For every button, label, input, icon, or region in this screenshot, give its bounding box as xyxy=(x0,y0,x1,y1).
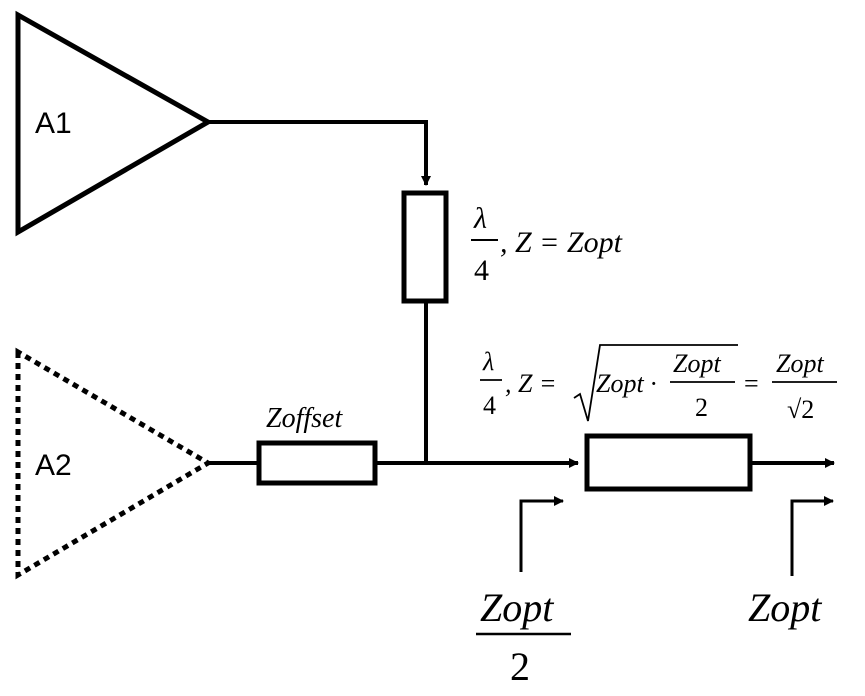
amplifier-a1-triangle xyxy=(15,10,214,237)
quarter-wave-line-a1 xyxy=(401,190,449,304)
output-formula-denominator: 4 xyxy=(483,391,496,420)
quarter-wave-a1-label: λ 4 , Z = Zopt xyxy=(471,202,623,287)
output-formula-equals: = xyxy=(744,369,759,398)
impedance-left-label: Zopt 2 xyxy=(476,585,571,689)
sqrt-term-zopt: Zopt · xyxy=(596,369,657,398)
offset-line-label: Zoffset xyxy=(266,403,343,434)
quarter-wave-a1-lambda: λ xyxy=(473,202,487,235)
quarter-wave-output-line xyxy=(584,433,753,492)
quarter-wave-output-formula: λ 4 , Z = Zopt · Zopt 2 = Zopt √2 xyxy=(480,344,837,424)
output-formula-lambda: λ xyxy=(482,347,494,376)
impedance-left-numerator: Zopt xyxy=(480,585,554,630)
result-numerator: Zopt xyxy=(776,349,824,378)
output-formula-z-equals: , Z = xyxy=(505,369,557,398)
sqrt-sign xyxy=(573,344,738,422)
amplifier-a2-label: A2 xyxy=(35,449,72,482)
reference-plane-left xyxy=(519,496,564,572)
impedance-right-label: Zopt xyxy=(748,585,822,630)
offset-line-box xyxy=(256,440,378,486)
result-denominator: √2 xyxy=(787,395,814,424)
quarter-wave-a1-impedance: , Z = Zopt xyxy=(500,226,623,259)
impedance-left-denominator: 2 xyxy=(510,644,530,689)
amplifier-a2-triangle xyxy=(15,347,213,580)
sqrt-fraction-numerator: Zopt xyxy=(673,349,721,378)
amplifier-a1-label: A1 xyxy=(35,107,72,140)
sqrt-fraction-denominator: 2 xyxy=(695,393,708,422)
a1-output-line xyxy=(208,120,431,186)
reference-plane-right xyxy=(790,496,834,576)
quarter-wave-a1-denominator: 4 xyxy=(474,254,489,287)
